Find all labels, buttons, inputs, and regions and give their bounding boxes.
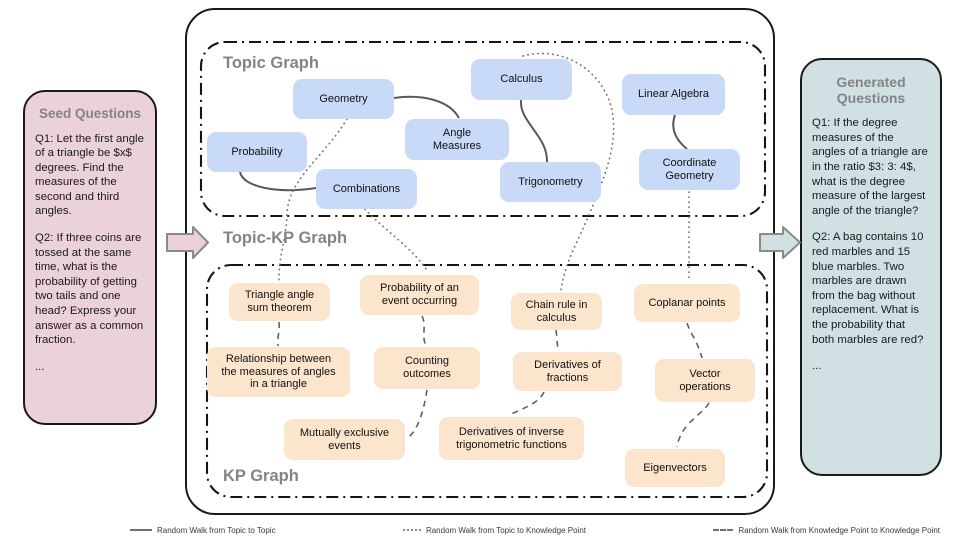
topic-graph-border	[199, 40, 767, 218]
generated-question-2: Q2: A bag contains 10 red marbles and 15…	[812, 231, 924, 346]
edge-combinations-prob-event	[364, 208, 429, 273]
topic-node-trigonometry: Trigonometry	[500, 162, 601, 202]
edge-geometry-angle-measures	[393, 95, 460, 119]
seed-question-1: Q1: Let the first angle of a triangle be…	[35, 132, 144, 218]
generated-questions-panel: Generated Questions Q1: If the degree me…	[800, 58, 942, 476]
edge-coplanar-vector-operations	[686, 322, 703, 359]
topic-node-calculus: Calculus	[471, 59, 572, 100]
edge-calculus-chain-rule	[522, 52, 615, 291]
generated-ellipsis: ...	[812, 360, 822, 373]
topic-kp-graph-label: Topic-KP Graph	[223, 229, 348, 247]
edge-linear-algebra-coordinate-geometry	[672, 114, 688, 150]
seed-questions-panel: Seed Questions Q1: Let the first angle o…	[23, 90, 157, 425]
topic-node-linear-algebra: Linear Algebra	[622, 74, 725, 115]
seed-questions-title: Seed Questions	[38, 106, 142, 121]
legend-item-topic-to-kp: Random Walk from Topic to Knowledge Poin…	[402, 525, 587, 535]
edge-triangle-angle-sum-relationship	[276, 321, 281, 347]
edge-counting-mutually-exclusive	[405, 389, 428, 440]
dashed-line-swatch	[713, 529, 734, 531]
legend-label: Random Walk from Topic to Knowledge Poin…	[425, 525, 587, 535]
generated-question-1: Q1: If the degree measures of the angles…	[812, 117, 928, 217]
topic-node-combinations: Combinations	[316, 169, 417, 209]
topic-node-probability: Probability	[207, 132, 307, 172]
legend-label: Random Walk from Topic to Topic	[157, 525, 276, 535]
kp-node-eigenvectors: Eigenvectors	[625, 449, 725, 487]
kp-node-relationship-angles: Relationship between the measures of ang…	[207, 347, 350, 397]
edge-derivatives-fractions-inverse-trig	[508, 391, 545, 416]
dotted-line-swatch	[402, 529, 421, 531]
kp-node-prob-event: Probability of an event occurring	[360, 275, 479, 315]
edge-calculus-trigonometry	[519, 99, 549, 163]
kp-node-derivatives-inverse-trig: Derivatives of inverse trigonometric fun…	[439, 417, 584, 460]
edge-probability-combinations	[239, 171, 317, 192]
generated-questions-title: Generated Questions	[836, 74, 906, 107]
kp-node-chain-rule: Chain rule in calculus	[511, 293, 602, 330]
topic-node-angle-measures: Angle Measures	[405, 119, 509, 160]
kp-graph-label: KP Graph	[223, 467, 299, 485]
kp-graph-border	[205, 263, 769, 499]
legend-item-kp-to-kp: Random Walk from Knowledge Point to Know…	[713, 526, 940, 535]
kp-node-mutually-exclusive: Mutually exclusive events	[284, 419, 405, 460]
legend-item-topic-to-topic: Random Walk from Topic to Topic	[130, 526, 276, 535]
graph-edges-canvas	[199, 40, 769, 499]
solid-line-swatch	[130, 529, 152, 531]
edge-prob-event-counting	[421, 315, 427, 347]
seed-ellipsis: ...	[35, 360, 45, 373]
kp-node-triangle-angle-sum: Triangle angle sum theorem	[229, 283, 330, 321]
graph-to-generated-arrow	[759, 226, 801, 259]
legend: Random Walk from Topic to Topic Random W…	[130, 522, 940, 538]
kp-node-derivatives-fractions: Derivatives of fractions	[513, 352, 622, 391]
kp-node-vector-operations: Vector operations	[655, 359, 755, 402]
seed-to-graph-arrow	[166, 226, 209, 259]
kp-node-counting-outcomes: Counting outcomes	[374, 347, 480, 389]
kp-node-coplanar-points: Coplanar points	[634, 284, 740, 322]
seed-question-2: Q2: If three coins are tossed at the sam…	[35, 232, 144, 347]
edge-chain-rule-derivatives-fractions	[555, 329, 559, 352]
edge-vector-operations-eigenvectors	[676, 402, 710, 448]
topic-node-geometry: Geometry	[293, 79, 394, 119]
topic-node-coordinate-geometry: Coordinate Geometry	[639, 149, 740, 190]
topic-graph-label: Topic Graph	[223, 54, 319, 72]
legend-label: Random Walk from Knowledge Point to Know…	[738, 525, 940, 535]
graph-pipeline-panel: Topic Graph Topic-KP Graph KP Graph Geom…	[185, 8, 775, 515]
